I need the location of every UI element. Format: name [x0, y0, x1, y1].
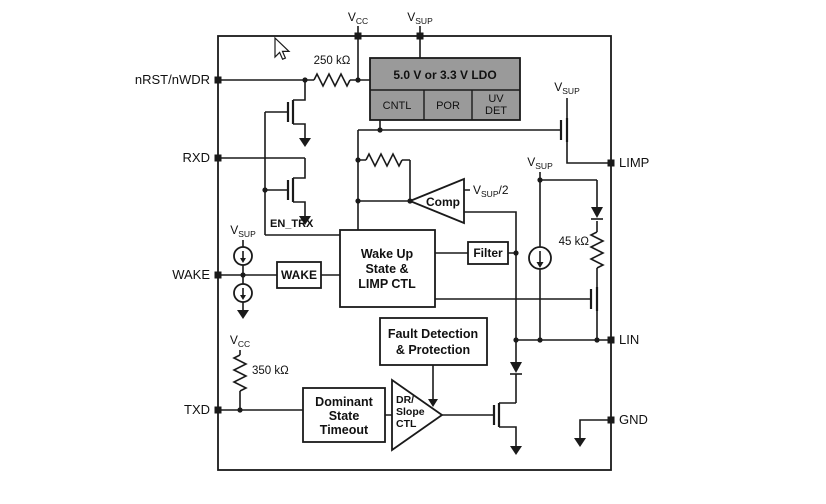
- fault-detection-block: Fault Detection & Protection: [379, 317, 488, 366]
- resistor-250k-label: 250 kΩ: [314, 55, 351, 67]
- slope-line1: DR/: [396, 394, 414, 406]
- mosfet-limp-switch: [559, 118, 569, 142]
- wires: [218, 26, 611, 446]
- dominant-line3: Timeout: [320, 423, 369, 437]
- resistor-45k-label: 45 kΩ: [559, 236, 590, 248]
- diode-lin-series: [510, 362, 522, 375]
- vcc-top-label: VCC: [348, 10, 368, 26]
- vsup-lin-label: VSUP: [527, 155, 553, 171]
- comparator-label: Comp: [426, 195, 460, 209]
- ldo-uv-label-line1: UV: [488, 93, 504, 105]
- diode-termination: [591, 207, 603, 220]
- resistor-comp-pullup: [365, 152, 403, 168]
- dominant-line2: State: [329, 409, 360, 423]
- ldo-cntl-label: CNTL: [383, 100, 412, 112]
- fault-line2: & Protection: [396, 343, 470, 357]
- wakeup-line2: State &: [365, 262, 408, 276]
- vcc-txd-label: VCC: [230, 333, 250, 349]
- pin-squares: [214, 32, 615, 424]
- filter-block: Filter: [467, 241, 509, 265]
- pin-label-wake: WAKE: [172, 267, 210, 282]
- vsup-top-label: VSUP: [407, 10, 433, 26]
- current-source-wake-bottom: [233, 283, 253, 303]
- fault-arrowhead: [428, 399, 438, 407]
- dominant-line1: Dominant: [315, 395, 373, 409]
- ldo-title: 5.0 V or 3.3 V LDO: [393, 68, 496, 82]
- junction-dots: [237, 77, 600, 413]
- mosfet-nrst-pulldown: [286, 100, 295, 124]
- wakeup-state-block: Wake Up State & LIMP CTL: [339, 229, 436, 308]
- wakeup-line1: Wake Up: [361, 247, 414, 261]
- pin-label-lin: LIN: [619, 332, 639, 347]
- ldo-block: 5.0 V or 3.3 V LDO CNTL POR UV DET: [369, 57, 521, 121]
- filter-label: Filter: [473, 246, 503, 260]
- wake-detector-block: WAKE: [276, 261, 322, 289]
- vsup-wake-label: VSUP: [230, 223, 256, 239]
- slope-ctl-triangle: DR/ Slope CTL: [391, 378, 444, 452]
- pin-label-nrst: nRST/nWDR: [135, 72, 210, 87]
- mosfet-lin-driver: [492, 403, 501, 427]
- vsup-limp-label: VSUP: [554, 80, 580, 96]
- ldo-uv-label-line2: DET: [485, 105, 507, 117]
- resistor-350k: [232, 354, 248, 392]
- resistor-250k: [313, 72, 351, 88]
- comparator: Comp: [407, 177, 465, 225]
- mosfet-rxd-pulldown: [286, 178, 295, 202]
- mosfet-termination-switch: [589, 287, 599, 311]
- pin-label-rxd: RXD: [183, 150, 210, 165]
- current-source-lin-pullup: [528, 246, 552, 270]
- dominant-timeout-block: Dominant State Timeout: [302, 387, 386, 443]
- vsup-half-label: VSUP/2: [473, 183, 509, 199]
- wakeup-line3: LIMP CTL: [358, 277, 416, 291]
- wake-detector-label: WAKE: [281, 268, 317, 282]
- ground-symbols: [237, 138, 586, 455]
- pin-label-txd: TXD: [184, 402, 210, 417]
- resistor-350k-label: 350 kΩ: [252, 365, 289, 377]
- slope-line2: Slope: [396, 406, 425, 418]
- current-source-wake-top: [233, 246, 253, 266]
- resistor-45k: [589, 231, 605, 269]
- ldo-por-label: POR: [436, 100, 460, 112]
- ic-boundary: [217, 35, 612, 471]
- slope-line3: CTL: [396, 418, 417, 430]
- mouse-cursor-icon: [274, 36, 291, 60]
- fault-line1: Fault Detection: [388, 327, 478, 341]
- pin-label-limp: LIMP: [619, 155, 649, 170]
- ldo-box: [369, 57, 521, 121]
- pin-label-gnd: GND: [619, 412, 648, 427]
- en-trx-label: EN_TRX: [270, 218, 314, 230]
